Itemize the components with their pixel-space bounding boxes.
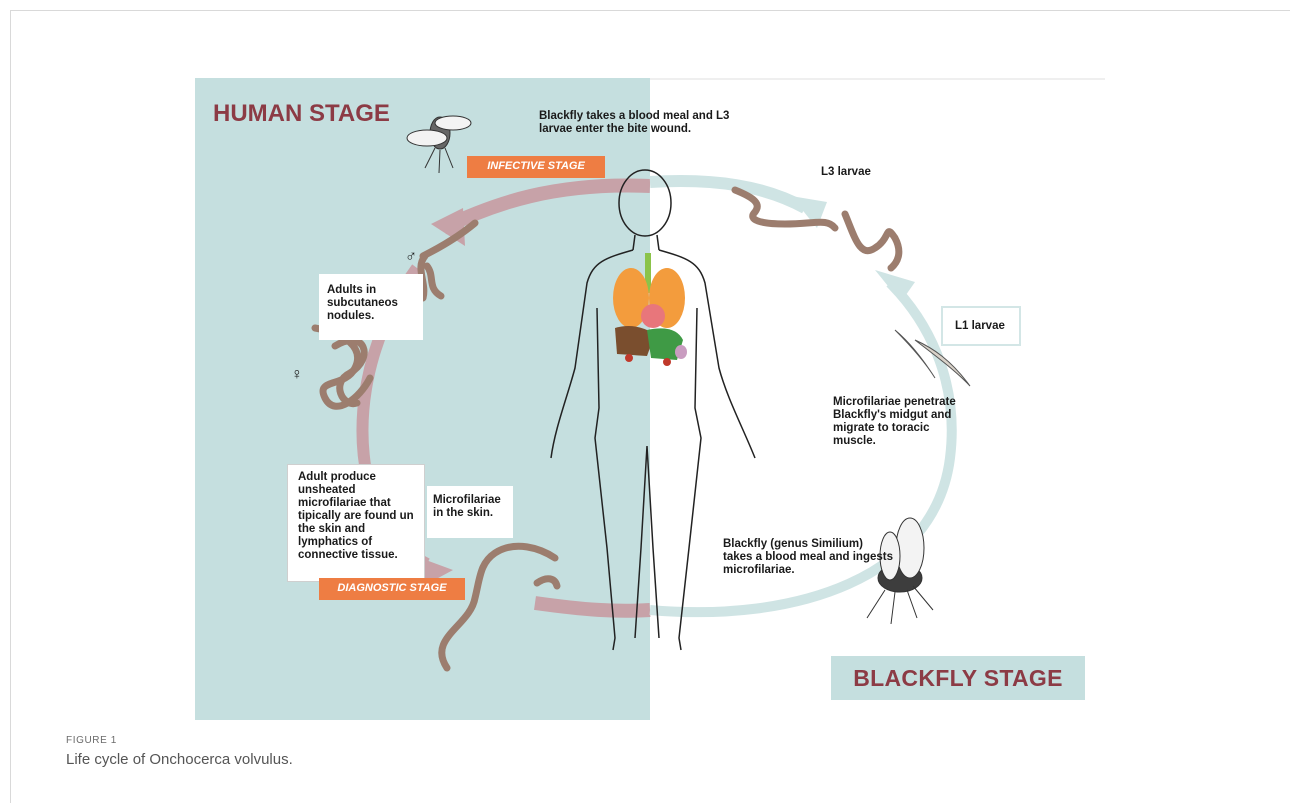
infective-stage-tag: INFECTIVE STAGE bbox=[467, 156, 605, 178]
organs-icon bbox=[613, 253, 687, 366]
human-body-icon bbox=[551, 170, 755, 650]
adults-nodules-box: Adults in subcutaneos nodules. bbox=[319, 274, 423, 340]
blackfly-ingests-text: Blackfly (genus Similium) takes a blood … bbox=[723, 538, 893, 577]
blood-meal-text: Blackfly takes a blood meal and L3 larva… bbox=[539, 110, 764, 136]
male-symbol: ♂ bbox=[405, 250, 417, 263]
figure-label: FIGURE 1 bbox=[66, 735, 117, 746]
microfilariae-penetrate-text: Microfilariae penetrate Blackfly's midgu… bbox=[833, 396, 975, 448]
female-symbol: ♀ bbox=[291, 368, 303, 381]
figure-caption: Life cycle of Onchocerca volvulus. bbox=[66, 751, 293, 768]
l3-larvae-box: L3 larvae bbox=[811, 156, 893, 190]
adult-produce-box: Adult produce unsheated microfilariae th… bbox=[287, 464, 425, 582]
blackfly-stage-title: BLACKFLY STAGE bbox=[831, 656, 1085, 700]
l1-larvae-box: L1 larvae bbox=[941, 306, 1021, 346]
blackfly-icon bbox=[407, 116, 471, 173]
human-stage-title: HUMAN STAGE bbox=[213, 100, 390, 128]
lifecycle-figure: HUMAN STAGE Blackfly takes a blood meal … bbox=[195, 78, 1105, 720]
diagnostic-stage-tag: DIAGNOSTIC STAGE bbox=[319, 578, 465, 600]
microfilariae-skin-box: Microfilariae in the skin. bbox=[427, 486, 513, 538]
